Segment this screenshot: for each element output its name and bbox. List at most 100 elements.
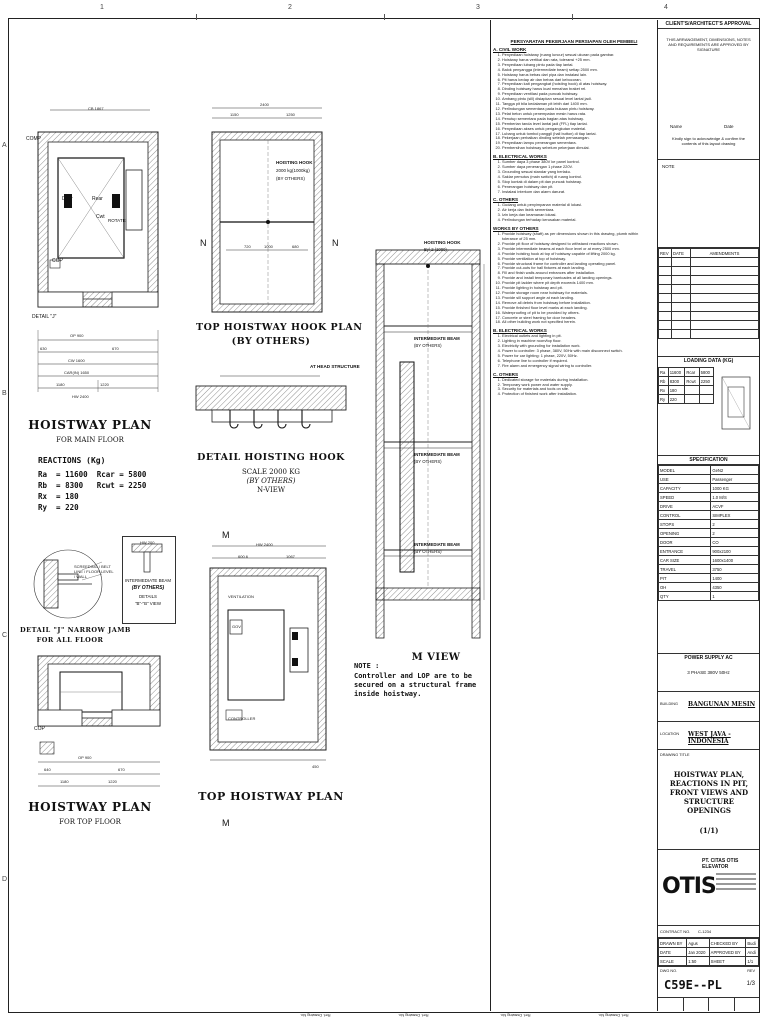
hook-detail-note: AT HEAD STRUCTURE bbox=[310, 364, 360, 369]
rev-header: REV bbox=[658, 248, 672, 258]
note-label: NOTE bbox=[662, 164, 675, 169]
building-value: BANGUNAN MESIN bbox=[688, 701, 756, 708]
hoistway-plan-main-floor-drawing bbox=[37, 109, 159, 392]
table-cell: CAR SIZE bbox=[657, 555, 712, 565]
section-bb-label: "B"-"B" VIEW bbox=[135, 601, 161, 606]
top-hoistway-plan-title: TOP HOISTWAY PLAN bbox=[198, 790, 344, 803]
note-item: Temporary work power and water supply. bbox=[502, 382, 655, 388]
table-cell: Rcwt bbox=[684, 376, 700, 386]
m-view-note-text: Controller and LOP are to be secured on … bbox=[354, 672, 477, 698]
grid-tick bbox=[384, 14, 385, 20]
notes-list: Penyediaan hoistway (ruang luncur) sesua… bbox=[493, 52, 655, 151]
dim-label: HW 2400 bbox=[72, 394, 89, 399]
note-item: Saklar pemutus (main switch) di ruang ko… bbox=[502, 174, 655, 180]
title-block: CLIENT'S/ARCHITECT'S APPROVAL THIS ARRAN… bbox=[657, 20, 759, 1011]
table-cell: QTY bbox=[657, 591, 712, 601]
note-item: Fire alarm and emergency signal wiring t… bbox=[502, 363, 655, 369]
note-item: Provide intermediate beams at each floor… bbox=[502, 246, 655, 252]
table-cell: 2250 bbox=[698, 376, 715, 386]
table-cell: 1/1 bbox=[745, 956, 759, 966]
contract-value: C-1234 bbox=[698, 929, 712, 934]
table-cell: Ra bbox=[658, 367, 669, 377]
table-cell: STOPS bbox=[657, 519, 712, 529]
note-item: Power to controller: 3 phase, 380V, 50Hz… bbox=[502, 348, 655, 354]
table-cell: CONTROL bbox=[657, 510, 712, 520]
note-item: Air kerja dan listrik sementara. bbox=[502, 207, 655, 213]
hook-label: HOISTING HOOK bbox=[276, 160, 313, 165]
table-cell: DATE bbox=[657, 947, 688, 957]
bottom-note: Ref. Drawing No. bbox=[300, 1013, 331, 1019]
note-item: All other building work not specified he… bbox=[502, 320, 655, 325]
table-cell: 3750 bbox=[710, 564, 759, 574]
column-marker: 4 bbox=[664, 4, 668, 11]
note-item: Remove all debris from hoistway before i… bbox=[502, 300, 655, 306]
dim-label: 1180 bbox=[56, 382, 65, 387]
table-cell: 900x2100 bbox=[710, 546, 759, 556]
dwg-no-value: C59E--PL bbox=[664, 978, 722, 992]
note-item: Sumber daya penerangan 1 phase 220V. bbox=[502, 164, 655, 170]
note-item: Provide lighting in hoistway and pit. bbox=[502, 285, 655, 291]
note-item: Hoistway harus bebas dari pipa dan insta… bbox=[502, 72, 655, 78]
note-item: Lubang untuk tombol panggil (hall button… bbox=[502, 131, 655, 137]
section-marker-m: M bbox=[222, 818, 230, 828]
note-item: Penerangan hoistway dan pit. bbox=[502, 184, 655, 190]
note-item: Provide storage room near hoistway for m… bbox=[502, 290, 655, 296]
cop-label: COP bbox=[34, 726, 45, 732]
detail-j-notes: SCREEDING / BELT LINE / FLOOR LEVEL / WA… bbox=[74, 564, 114, 580]
power-supply-box: POWER SUPPLY AC 3 PHASE 380V 50Hz bbox=[658, 654, 759, 692]
notes-list: Gudang untuk penyimpanan material di lok… bbox=[493, 203, 655, 223]
location-label: LOCATION bbox=[660, 732, 680, 736]
power-header: POWER SUPPLY AC bbox=[684, 655, 733, 661]
note-item: Pelat beton untuk penempatan mesin harus… bbox=[502, 111, 655, 117]
reactions-heading: REACTIONS (Kg) bbox=[38, 456, 106, 465]
table-cell: 220 bbox=[667, 394, 686, 404]
m-view-beam-label: INTERMEDIATE BEAM bbox=[414, 452, 460, 457]
loading-header: LOADING DATA (KG) bbox=[683, 358, 734, 364]
note-item: Provide and install temporary barricades… bbox=[502, 275, 655, 281]
detail-j-title: DETAIL "J" NARROW JAMB bbox=[20, 626, 131, 634]
note-item: Penyediaan hoistway (ruang luncur) sesua… bbox=[502, 52, 655, 58]
note-item: Balok penyangga (intermediate beam) seti… bbox=[502, 67, 655, 73]
approval-date-label: Date bbox=[724, 124, 734, 129]
drawing-title-text: HOISTWAY PLAN, REACTIONS IN PIT, FRONT V… bbox=[669, 770, 749, 815]
spec-header: SPECIFICATION bbox=[658, 456, 759, 465]
hook-detail-drawing bbox=[195, 375, 347, 429]
table-cell: SHEET bbox=[708, 956, 747, 966]
notes-list: Electrical outlets and lighting in pit.L… bbox=[493, 333, 655, 369]
table-cell bbox=[698, 394, 715, 404]
table-cell: 1:50 bbox=[686, 956, 710, 966]
note-item: Electrical outlets and lighting in pit. bbox=[502, 333, 655, 339]
hoistway-plan-top-subtitle: FOR TOP FLOOR bbox=[59, 818, 121, 826]
m-view-hook-sub: By/ 2 (1000) bbox=[424, 247, 447, 252]
hook-plan-title: TOP HOISTWAY HOOK PLAN bbox=[196, 322, 363, 333]
row-marker: C bbox=[2, 632, 8, 639]
power-text: 3 PHASE 380V 50Hz bbox=[687, 670, 730, 675]
otis-logo: OTIS bbox=[662, 874, 717, 899]
note-item: Pembersihan hoistway sebelum pekerjaan d… bbox=[502, 145, 655, 151]
table-cell: 1600x1400 bbox=[710, 555, 759, 565]
section-marker-m: M bbox=[222, 530, 230, 540]
notes-section-title: A. CIVIL WORK bbox=[493, 47, 527, 52]
rotate-label: ROTATE bbox=[108, 218, 126, 223]
notes-list: Dedicated storage for materials during i… bbox=[493, 377, 655, 398]
bottom-note: Ref. Drawing No. bbox=[398, 1013, 429, 1019]
notes-list: Provide hoistway (shaft) as per dimensio… bbox=[493, 231, 655, 325]
note-item: Provide ventilation at top of hoistway. bbox=[502, 256, 655, 262]
company-box: PT. CITAS OTIS ELEVATOR OTIS bbox=[658, 850, 759, 926]
approval-box: CLIENT'S/ARCHITECT'S APPROVAL THIS ARRAN… bbox=[658, 20, 759, 160]
hook-plan-drawing bbox=[211, 107, 323, 313]
note-item: Provide hoisting hook at top of hoistway… bbox=[502, 251, 655, 257]
